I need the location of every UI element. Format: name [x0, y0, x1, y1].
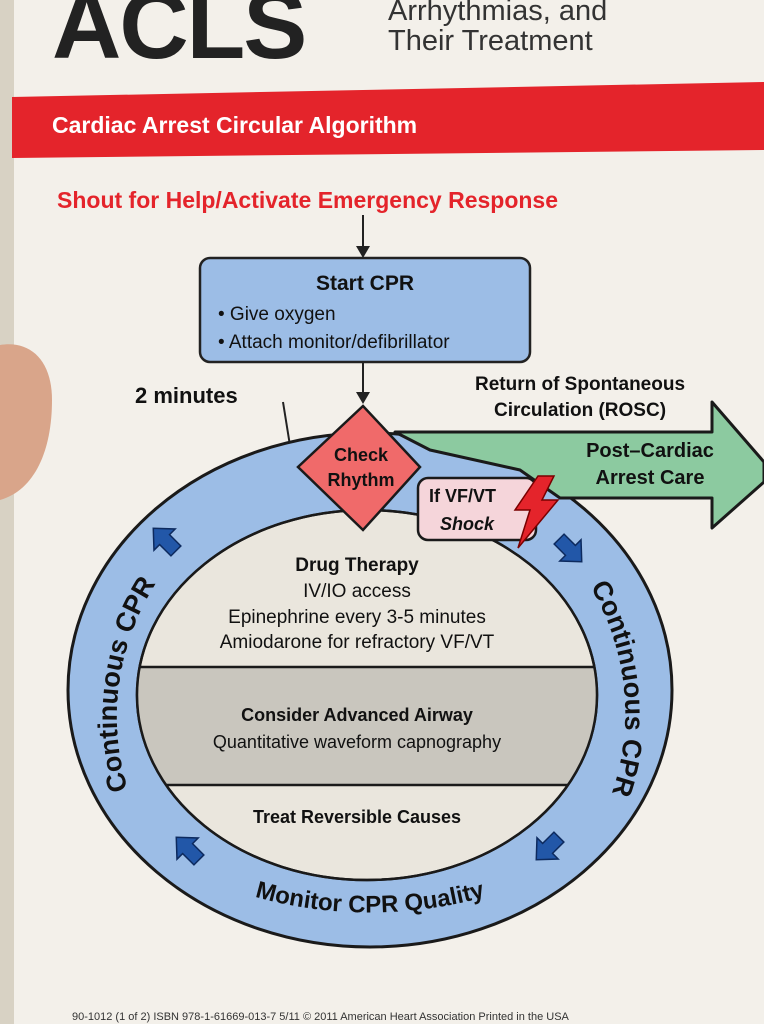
title-banner — [12, 82, 764, 158]
ring-arrow-lower-left-icon — [175, 836, 205, 866]
rosc-line-1: Return of Spontaneous — [475, 374, 685, 395]
start-cpr-box — [198, 256, 532, 364]
lightning-bolt-icon — [513, 475, 560, 549]
reversible-causes: Treat Reversible Causes — [253, 807, 461, 827]
start-cpr-bullet-1: • Give oxygen — [218, 304, 336, 325]
footer-text: 90-1012 (1 of 2) ISBN 978-1-61669-013-7 … — [72, 1011, 570, 1023]
post-care-line-2: Arrest Care — [596, 467, 705, 489]
two-minutes-label: 2 minutes — [135, 383, 238, 408]
ring-arrow-lower-right-icon — [535, 831, 565, 861]
airway-line: Quantitative waveform capnography — [213, 732, 501, 752]
shock-line-1: If VF/VT — [429, 486, 496, 506]
header-subtitle-line1: Arrhythmias, and — [388, 0, 607, 27]
card-left-edge — [0, 0, 14, 1024]
airway-band — [137, 667, 597, 785]
check-rhythm-line-1: Check — [334, 445, 389, 465]
acls-logo: ACLS — [52, 0, 305, 79]
drug-therapy-title: Drug Therapy — [295, 555, 419, 576]
drug-line-2: Epinephrine every 3-5 minutes — [228, 607, 486, 628]
arrowhead-cpr — [356, 392, 370, 404]
banner-title: Cardiac Arrest Circular Algorithm — [52, 112, 417, 138]
start-cpr-title: Start CPR — [316, 272, 414, 295]
thumb — [0, 344, 52, 500]
rosc-line-2: Circulation (ROSC) — [494, 400, 666, 421]
ring-arrow-upper-right-icon — [553, 533, 583, 563]
arrowhead-shout — [356, 246, 370, 258]
post-cardiac-care-arrow — [393, 400, 764, 530]
start-cpr-bullet-2: • Attach monitor/defibrillator — [218, 332, 450, 353]
drug-line-3: Amiodarone for refractory VF/VT — [220, 632, 495, 653]
drug-line-1: IV/IO access — [303, 581, 411, 602]
shock-line-2: Shock — [440, 514, 495, 534]
airway-title: Consider Advanced Airway — [241, 705, 473, 725]
check-rhythm-diamond — [296, 404, 422, 532]
post-care-line-1: Post–Cardiac — [586, 440, 714, 462]
ring-arrow-upper-left-icon — [152, 527, 182, 557]
check-rhythm-line-2: Rhythm — [328, 470, 395, 490]
header-subtitle-line2: Their Treatment — [388, 25, 593, 57]
shout-for-help: Shout for Help/Activate Emergency Respon… — [57, 187, 558, 213]
